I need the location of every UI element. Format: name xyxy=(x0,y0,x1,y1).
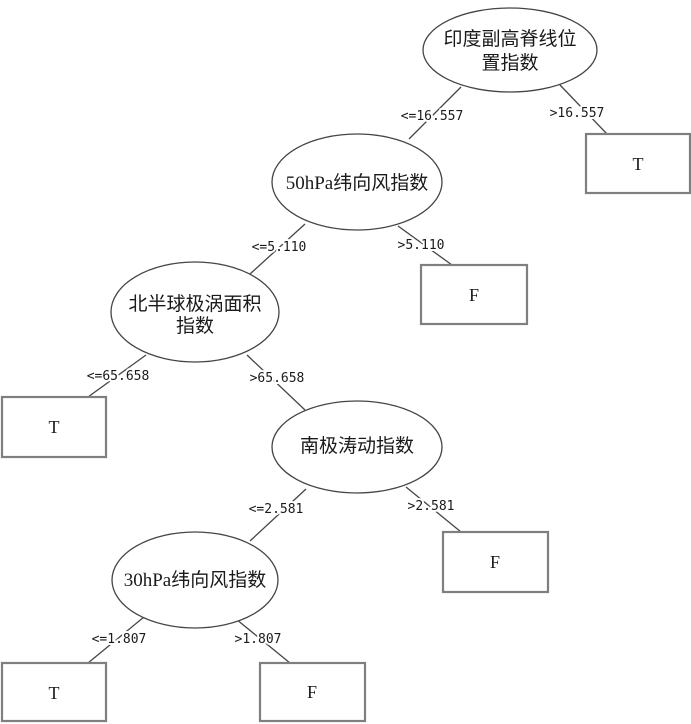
edge-wind30-left xyxy=(87,616,145,664)
leaf-wind30-left-label: T xyxy=(49,683,60,703)
node-root-ellipse xyxy=(422,7,598,93)
leaf-wind30-right-box xyxy=(258,661,367,723)
node-polar-ellipse xyxy=(110,261,280,363)
leaf-polar-left-box xyxy=(0,395,108,459)
decision-nodes: 印度副高脊线位 置指数 50hPa纬向风指数 北半球极涡面积 指数 南极涛动指数… xyxy=(110,7,598,629)
edge-label-polar-left: <=65.658 xyxy=(87,369,150,384)
leaf-root-right-label: T xyxy=(633,154,644,174)
edge-wind50-left xyxy=(249,223,306,275)
edge-label-aao-right: >2.581 xyxy=(408,499,455,514)
edge-root-right xyxy=(559,84,608,135)
node-aao-ellipse xyxy=(271,400,443,494)
node-root-label-line1: 印度副高脊线位 xyxy=(443,28,576,50)
leaf-wind50-right-label: F xyxy=(469,285,479,305)
leaf-aao-right-box xyxy=(441,530,550,594)
node-wind30-label: 30hPa纬向风指数 xyxy=(124,569,267,591)
node-wind50-label: 50hPa纬向风指数 xyxy=(286,172,429,194)
node-root-label-line2: 置指数 xyxy=(481,52,538,74)
leaf-root-right-box xyxy=(584,132,691,195)
edge-polar-left xyxy=(87,354,147,398)
node-wind30-ellipse xyxy=(111,531,279,629)
edge-label-root-left: <=16.557 xyxy=(401,109,464,124)
edge-label-root-right: >16.557 xyxy=(550,106,605,121)
node-polar-label-line2: 指数 xyxy=(176,315,214,337)
leaf-wind50-right-box xyxy=(419,263,529,326)
edge-label-polar-right: >65.658 xyxy=(250,371,305,386)
edge-root-left xyxy=(408,86,462,140)
edge-aao-left xyxy=(249,488,307,542)
edge-label-aao-left: <=2.581 xyxy=(249,502,304,517)
edge-label-wind50-left: <=5.110 xyxy=(252,240,307,255)
edges xyxy=(87,84,608,664)
node-wind50-ellipse xyxy=(271,133,443,231)
leaf-polar-left-label: T xyxy=(49,417,60,437)
edge-label-wind30-left: <=1.807 xyxy=(92,632,147,647)
edge-label-wind30-right: >1.807 xyxy=(235,632,282,647)
leaf-aao-right-label: F xyxy=(490,552,500,572)
edge-label-wind50-right: >5.110 xyxy=(398,238,445,253)
node-aao-label: 南极涛动指数 xyxy=(300,435,414,457)
leaf-wind30-right-label: F xyxy=(307,682,317,702)
edge-polar-right xyxy=(246,354,306,411)
node-polar-label-line1: 北半球极涡面积 xyxy=(128,293,261,315)
edge-wind30-right xyxy=(235,618,291,664)
edge-labels: <=16.557 >16.557 <=5.110 >5.110 <=65.658… xyxy=(85,104,607,649)
edge-aao-right xyxy=(405,486,462,533)
leaf-nodes: T F T F T F xyxy=(0,132,691,723)
leaf-wind30-left-box xyxy=(0,661,108,723)
edge-wind50-right xyxy=(397,225,453,266)
